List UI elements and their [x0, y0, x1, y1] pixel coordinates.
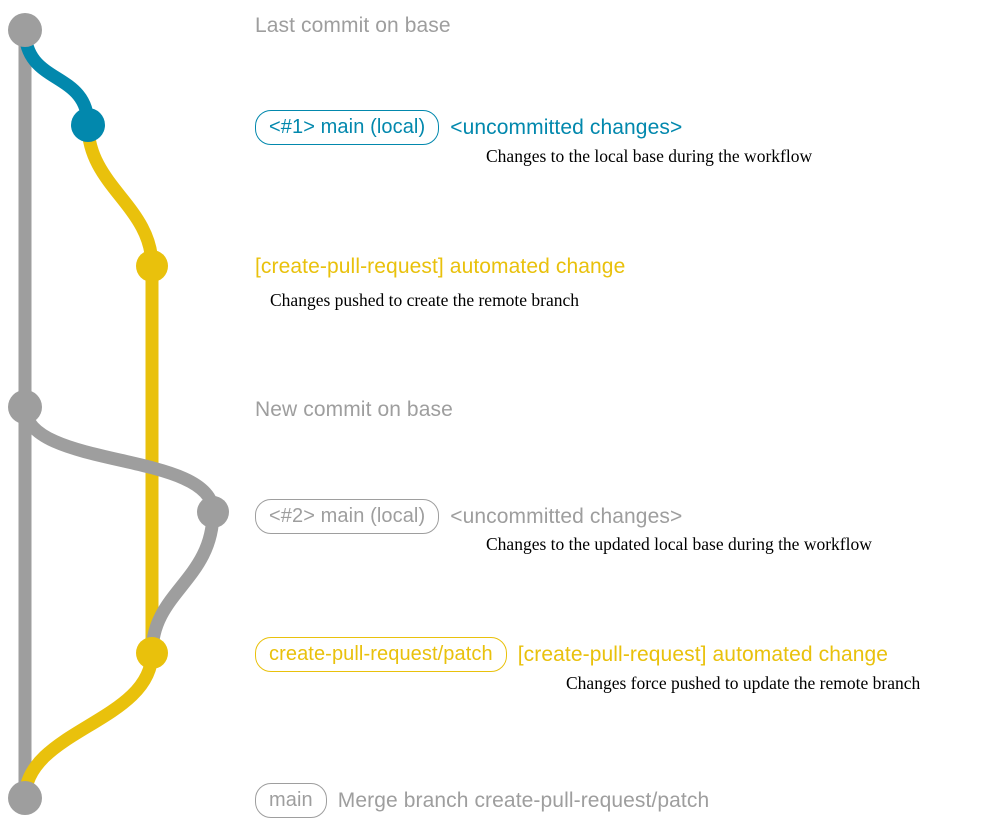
branch-updated-local-to-patch	[145, 511, 220, 654]
commit-merge[interactable]	[8, 781, 42, 815]
branch-edges	[18, 29, 220, 799]
commit-subject-automated-change-2: [create-pull-request] automated change	[517, 642, 889, 666]
commit-subject-local-1: <uncommitted changes>	[450, 115, 683, 139]
commit-automated-change-1[interactable]	[136, 250, 168, 282]
branch-local-to-patch	[81, 124, 159, 267]
commit-local-1[interactable]	[71, 108, 105, 142]
commit-label-local-2: <#2> main (local) <uncommitted changes>	[255, 499, 682, 534]
commit-new-on-base[interactable]	[8, 390, 42, 424]
commit-subject-automated-change-1: [create-pull-request] automated change	[255, 255, 626, 279]
commit-label-automated-change-1: [create-pull-request] automated change	[255, 255, 625, 279]
commit-label-new-commit-on-base: New commit on base	[255, 398, 453, 422]
commit-label-automated-change-2: create-pull-request/patch [create-pull-re…	[255, 637, 888, 672]
branch-newbase-to-updated-local	[18, 406, 220, 513]
commit-label-local-1: <#1> main (local) <uncommitted changes>	[255, 110, 682, 145]
commit-automated-change-2[interactable]	[136, 637, 168, 669]
commit-label-merge-commit: main Merge branch create-pull-request/pat…	[255, 783, 709, 818]
commit-description-local-1: Changes to the local base during the wor…	[486, 146, 813, 166]
commit-subject-new-commit-on-base: New commit on base	[255, 398, 453, 422]
commit-nodes	[8, 13, 229, 815]
branch-badge-merge-commit[interactable]: main	[255, 783, 327, 818]
branch-patch-to-merge	[18, 652, 159, 799]
branch-badge-local-2[interactable]: <#2> main (local)	[255, 499, 440, 534]
branch-badge-local-1[interactable]: <#1> main (local)	[255, 110, 440, 145]
commit-subject-local-2: <uncommitted changes>	[450, 504, 683, 528]
commit-last-on-base[interactable]	[8, 13, 42, 47]
commit-subject-last-commit-on-base: Last commit on base	[255, 14, 451, 38]
commit-description-local-2: Changes to the updated local base during…	[486, 534, 872, 554]
commit-description-automated-change-1: Changes pushed to create the remote bran…	[270, 290, 580, 310]
branch-badge-automated-change-2[interactable]: create-pull-request/patch	[255, 637, 507, 672]
branch-base-to-local	[18, 29, 95, 126]
commit-label-last-commit-on-base: Last commit on base	[255, 14, 451, 38]
commit-subject-merge-commit: Merge branch create-pull-request/patch	[337, 788, 710, 812]
commit-description-automated-change-2: Changes force pushed to update the remot…	[566, 673, 921, 693]
commit-local-2[interactable]	[197, 496, 229, 528]
